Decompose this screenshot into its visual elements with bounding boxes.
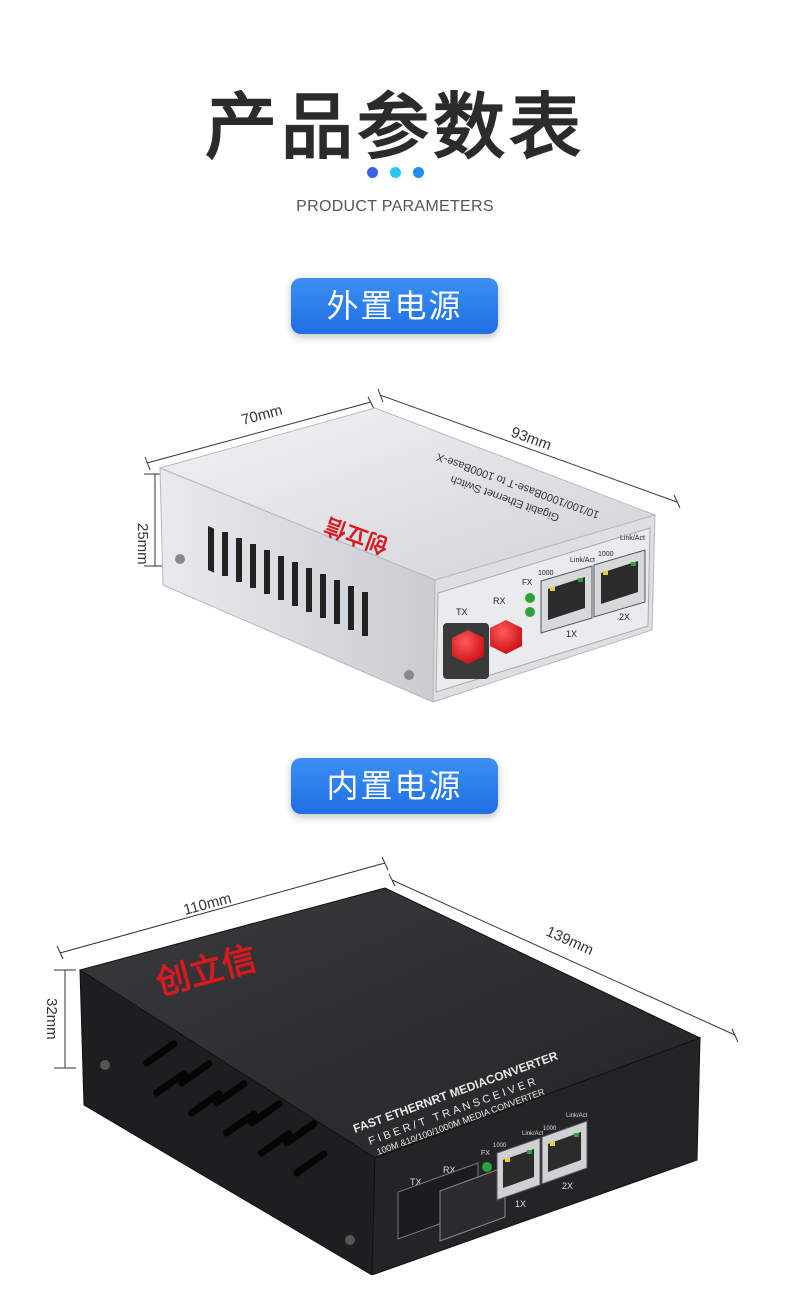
led-linkact-label-a: Link/Act [570, 557, 595, 564]
led-indicator-2 [525, 607, 535, 617]
fiber-connector-tx [443, 623, 489, 679]
fiber-connector-rx [490, 620, 522, 654]
led-1000-label-internal-a: 1000 [493, 1143, 507, 1149]
sc-fiber-connector [397, 1162, 506, 1242]
led-linkact-label-internal-b: Link/Act [566, 1113, 588, 1119]
dim-height-label-internal: 32mm [43, 998, 60, 1040]
led-linkact-label-b: Link/Act [620, 535, 645, 542]
dim-width-label: 70mm [240, 402, 285, 429]
led-fx-label: FX [522, 578, 533, 587]
rj45-port-1x-internal [496, 1137, 541, 1201]
dot-1 [366, 167, 378, 178]
port-tx-label-internal: TX [410, 1177, 422, 1187]
led-1000-label-b: 1000 [598, 551, 614, 558]
port-rx-label-internal: RX [443, 1165, 456, 1175]
dot-3 [412, 167, 424, 178]
page-title: 产品参数表 [204, 85, 585, 169]
page-subtitle: PRODUCT PARAMETERS [296, 198, 494, 215]
external-converter-device: 创立信 10/100/1000Base-T to 1000Base-X Giga… [158, 407, 657, 703]
vent-slots-internal [143, 1040, 328, 1177]
rj45-port-2x [593, 549, 646, 618]
led-fx-label-internal: FX [481, 1150, 490, 1157]
dim-length-label-internal: 139mm [543, 923, 596, 959]
rj45-port-1x [540, 565, 593, 634]
vent-slots [208, 526, 368, 636]
led-indicator-1 [525, 593, 535, 603]
dim-height-label: 25mm [134, 523, 151, 565]
port-1x-label-internal: 1X [515, 1199, 526, 1209]
led-linkact-label-internal-a: Link/Act [522, 1131, 544, 1137]
dim-width-label-internal: 110mm [182, 890, 234, 919]
internal-power-product-figure: 110mm 139mm 32mm 创立信 FAST ETHERNRT MEDIA… [0, 855, 790, 1276]
led-1000-label-a: 1000 [538, 570, 554, 577]
external-power-badge: 外置电源 [291, 278, 498, 334]
led-1000-label-internal-b: 1000 [543, 1126, 557, 1132]
port-1x-label: 1X [566, 629, 577, 639]
port-2x-label-internal: 2X [562, 1181, 573, 1191]
port-rx-label: RX [493, 596, 506, 606]
dimension-lines-internal [54, 856, 739, 1069]
port-2x-label: 2X [619, 612, 630, 622]
led-indicator-internal [482, 1162, 492, 1172]
decorative-dots [0, 167, 790, 178]
internal-converter-device: 创立信 FAST ETHERNRT MEDIACONVERTER FIBER/T… [78, 887, 702, 1276]
dimension-lines-external [144, 388, 681, 567]
external-power-product-figure: 70mm 93mm 25mm 创立信 10/100/1000Base-T to … [0, 380, 790, 720]
rj45-port-2x-internal [541, 1120, 588, 1185]
dot-2 [389, 167, 401, 178]
internal-power-badge: 内置电源 [291, 758, 498, 814]
port-tx-label: TX [456, 607, 468, 617]
